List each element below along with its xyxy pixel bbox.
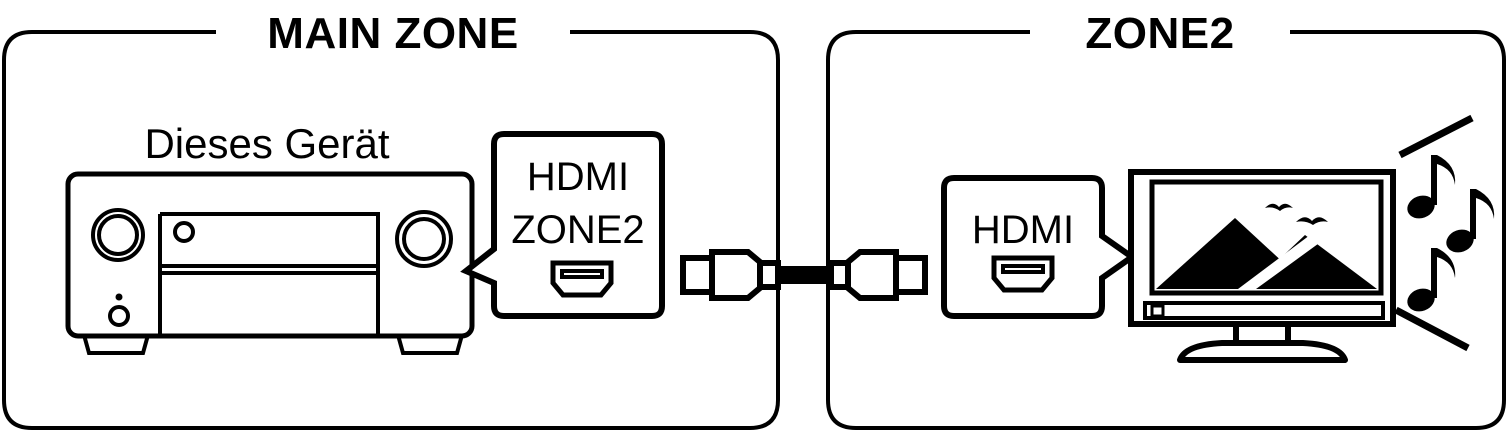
music-note xyxy=(1407,248,1456,312)
hdmi-callout xyxy=(941,175,1138,319)
av-receiver-icon xyxy=(65,171,475,355)
hdmi-zone2-callout xyxy=(460,131,665,319)
av-receiver-label: Dieses Gerät xyxy=(144,120,389,167)
hdmi-port-icon xyxy=(991,255,1055,293)
tv-icon xyxy=(1128,169,1396,363)
music-note xyxy=(1407,155,1456,219)
main-zone-boundary xyxy=(2,30,780,430)
hdmi-zone2-label-line2: ZONE2 xyxy=(511,208,644,252)
hdmi-port-icon xyxy=(550,260,614,298)
hdmi-label: HDMI xyxy=(972,208,1074,252)
main-zone-title: MAIN ZONE xyxy=(267,9,518,58)
music-notes-icon xyxy=(1394,114,1495,352)
hdmi-cable-icon xyxy=(680,249,928,301)
music-note xyxy=(1446,189,1495,253)
tv-screen-picture xyxy=(1156,186,1377,289)
hdmi-zone2-label-line1: HDMI xyxy=(527,155,629,199)
zone2-boundary xyxy=(826,30,1506,430)
zone2-title: ZONE2 xyxy=(1085,9,1234,58)
